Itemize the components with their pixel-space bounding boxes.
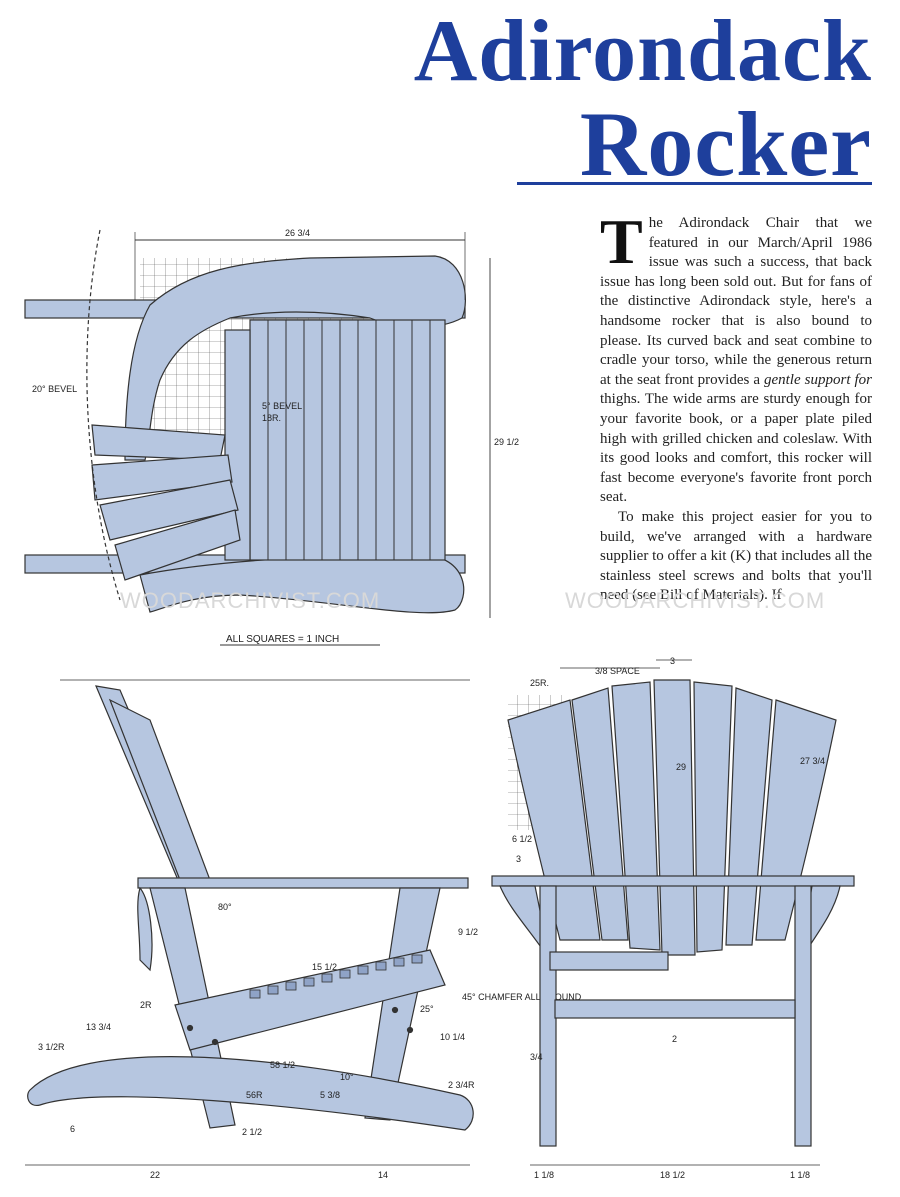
side-view-plan bbox=[25, 679, 474, 1166]
top-radius-center-label: 18R. bbox=[262, 413, 281, 423]
top-back-panel bbox=[249, 319, 446, 561]
side-dim-5-3-8: 5 3/8 bbox=[320, 1090, 340, 1100]
side-arm bbox=[137, 877, 469, 889]
side-chamfer: 45° CHAMFER ALL AROUND bbox=[462, 992, 582, 1002]
front-arm-rail bbox=[491, 875, 855, 887]
watermark-left: WOODARCHIVIST.COM bbox=[120, 588, 380, 613]
side-angle-25: 25° bbox=[420, 1004, 434, 1014]
side-radius-2: 2R bbox=[140, 1000, 152, 1010]
side-base-right: 14 bbox=[378, 1170, 388, 1180]
side-seat-rail bbox=[174, 949, 446, 1051]
side-dim-3-1-2-r: 3 1/2R bbox=[38, 1042, 65, 1052]
top-bevel-left-label: 20° BEVEL bbox=[32, 384, 77, 394]
front-leg-right bbox=[794, 885, 812, 1147]
side-dim-2-3-4-r: 2 3/4R bbox=[448, 1080, 475, 1090]
side-angle-10: 10° bbox=[340, 1072, 354, 1082]
front-dim-3: 3 bbox=[516, 854, 521, 864]
side-dim-9-1-2: 9 1/2 bbox=[458, 927, 478, 937]
top-back-slat-lines bbox=[267, 320, 431, 560]
front-dim-2: 2 bbox=[672, 1034, 677, 1044]
front-base-right: 1 1/8 bbox=[790, 1170, 810, 1180]
top-view-plan bbox=[24, 229, 491, 646]
front-height-27-3-4: 27 3/4 bbox=[800, 756, 825, 766]
top-seat-slat-3 bbox=[99, 479, 239, 541]
front-height-29: 29 bbox=[676, 762, 686, 772]
squares-note: ALL SQUARES = 1 INCH bbox=[226, 634, 339, 645]
drop-cap: T bbox=[600, 206, 643, 277]
title-line-1: Adirondack bbox=[413, 3, 872, 100]
top-bevel-center-label: 5° BEVEL bbox=[262, 401, 302, 411]
front-base-center: 18 1/2 bbox=[660, 1170, 685, 1180]
front-stretcher bbox=[554, 999, 796, 1019]
p1-end: thighs. The wide arms are sturdy enough … bbox=[600, 391, 872, 506]
top-width-label: 26 3/4 bbox=[285, 228, 310, 238]
p1-emphasis: gentle support for bbox=[763, 371, 872, 388]
title-line-2: Rocker bbox=[579, 93, 872, 195]
title-rule bbox=[517, 182, 872, 185]
side-seat-slats bbox=[249, 954, 423, 999]
side-seat-span: 15 1/2 bbox=[312, 962, 337, 972]
front-seat-box bbox=[549, 951, 669, 971]
front-top-dim: 3 bbox=[670, 656, 675, 666]
side-dim-2-1-2: 2 1/2 bbox=[242, 1127, 262, 1137]
top-depth-label: 29 1/2 bbox=[494, 437, 519, 447]
front-space-note: 3/8 SPACE bbox=[595, 666, 640, 676]
front-leg-left bbox=[539, 885, 557, 1147]
front-dim-6-1-2: 6 1/2 bbox=[512, 834, 532, 844]
top-arm-upper bbox=[124, 255, 466, 461]
top-seat-slat-4 bbox=[114, 509, 241, 581]
front-dim-3-4: 3/4 bbox=[530, 1052, 543, 1062]
side-rocker bbox=[27, 1056, 474, 1131]
side-dim-10-1-4: 10 1/4 bbox=[440, 1032, 465, 1042]
front-view-plan bbox=[491, 659, 855, 1166]
side-dim-6: 6 bbox=[70, 1124, 75, 1134]
front-slat-right-3 bbox=[693, 681, 733, 953]
side-base-left: 22 bbox=[150, 1170, 160, 1180]
side-front-leg bbox=[364, 887, 441, 1121]
side-arm-bracket bbox=[137, 886, 153, 972]
side-angle-back: 80° bbox=[218, 902, 232, 912]
p1-text: he Adirondack Chair that we featured in … bbox=[600, 215, 872, 388]
side-back-slat-2 bbox=[108, 698, 211, 881]
front-base-left: 1 1/8 bbox=[534, 1170, 554, 1180]
article-paragraph-2: To make this project easier for you to b… bbox=[600, 508, 872, 604]
top-bevel-arc bbox=[86, 229, 121, 601]
top-seat-slat-2 bbox=[91, 454, 233, 501]
side-dim-13-3-4: 13 3/4 bbox=[86, 1022, 111, 1032]
front-slat-center bbox=[653, 679, 696, 956]
watermark-right: WOODARCHIVIST.COM bbox=[565, 588, 825, 613]
side-dim-58-1-2: 58 1/2 bbox=[270, 1060, 295, 1070]
side-bolts bbox=[186, 1006, 414, 1046]
side-dim-56r: 56R bbox=[246, 1090, 263, 1100]
front-radius-25: 25R. bbox=[530, 678, 549, 688]
